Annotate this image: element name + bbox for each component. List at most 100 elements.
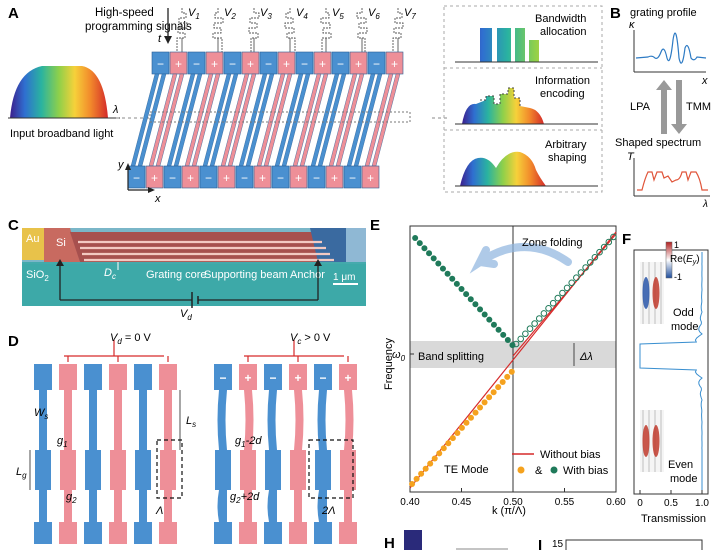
with-bias-point [535,315,543,322]
box1-label: Bandwidth [535,13,586,25]
electrode-sign: − [219,371,226,385]
lambda-label-b: λ [702,199,708,210]
electrode-sign: + [367,171,374,185]
with-bias-point [559,289,566,297]
electrode-block [109,522,127,544]
supporting-beam [294,490,302,522]
bias-wire [64,340,164,357]
tmm-label: TMM [686,101,711,113]
electrode-block [34,364,52,390]
with-bias-point [586,259,594,266]
electrode-block [339,522,357,544]
panel-letter-d: D [8,333,19,350]
grating-band [149,111,411,123]
colorbar-max: 1 [674,240,679,250]
electrode-block [84,522,102,544]
with-bias-point [472,301,479,308]
grating-tooth [85,450,101,490]
g1-label: g1 [57,435,68,449]
voltage-signal: V7 [392,7,416,52]
grating-tooth [340,450,356,490]
electrode-sign: − [349,171,356,185]
omega0-label: ω0 [392,349,406,363]
with-bias-point [596,248,603,256]
panel-letter-b: B [610,5,621,22]
grating-beams [130,73,411,167]
with-bias-point [467,414,474,421]
bandwidth-bars [480,28,539,62]
bottom-electrode [307,165,326,189]
bottom-electrode [199,165,218,189]
g2-label: g2 [66,491,77,505]
period-box [308,439,354,499]
with-bias-point [458,424,465,431]
x-tick-label: 0.40 [400,497,420,508]
supporting-beam [319,490,327,522]
with-bias-point [540,310,548,317]
bottom-electrode [289,165,308,189]
te-mode-label: TE Mode [444,464,489,476]
top-electrode [187,51,206,75]
odd-mode-label-2: mode [671,321,699,333]
with-bias-point [600,243,608,251]
box1-label-b: allocation [540,26,586,38]
with-bias-point [495,384,502,391]
electrode-block [134,364,152,390]
voltage-label: V2 [224,7,236,21]
with-bias-point [472,409,479,416]
with-bias-point [449,275,456,282]
ws-label: Ws [34,407,48,421]
with-bias-point [517,335,525,343]
panel-letter-c: C [8,217,19,234]
y-axis-label: y [117,159,125,171]
with-bias-point [463,291,470,298]
top-electrode [367,51,386,75]
panel-letter-f: F [622,231,631,248]
supporting-beam [139,490,147,522]
electrode-sign: + [391,57,398,71]
bias-wire [244,340,344,357]
with-bias-point [418,470,425,477]
grating-tooth [135,450,151,490]
odd-mode-label: Odd [673,307,694,319]
supporting-beam [39,390,47,450]
legend-without-bias: Without bias [540,449,601,461]
electrode-block [109,364,127,390]
with-bias-point [573,274,580,282]
with-bias-point [495,326,502,333]
g2-plus-label: g2+2d [230,491,260,505]
grating-tooth [60,450,76,490]
with-bias-point [554,294,562,302]
with-bias-point [509,342,516,349]
shaped-spectrum-label: Shaped spectrum [615,137,701,149]
supporting-beam [317,390,327,450]
with-bias-point [500,331,507,338]
with-bias-point [444,270,451,277]
with-bias-point [413,475,420,482]
electrode-sign: + [355,57,362,71]
electrode-block [314,364,332,390]
panel-h-swatch [404,530,422,550]
bottom-electrode [145,165,164,189]
legend-ampersand: & [535,465,543,477]
grating-tooth [110,450,126,490]
shaping-spectrum [460,151,546,186]
with-bias-point [439,265,446,272]
electrode-block [214,364,232,390]
even-mode-label-2: mode [670,473,698,485]
transmission-curve [639,252,703,492]
electrode-sign: + [295,171,302,185]
voltage-signal: V4 [284,7,308,52]
with-bias-point [512,340,520,348]
electrode-block [134,522,152,544]
with-bias-point [526,325,534,333]
colorbar [665,241,673,279]
with-bias-point [458,286,465,292]
electrode-block [214,522,232,544]
x-tick-label: 0.55 [555,497,575,508]
bias-circuit: Vd [56,259,322,322]
electrode-block [34,522,52,544]
zone-folding-label: Zone folding [522,237,583,249]
